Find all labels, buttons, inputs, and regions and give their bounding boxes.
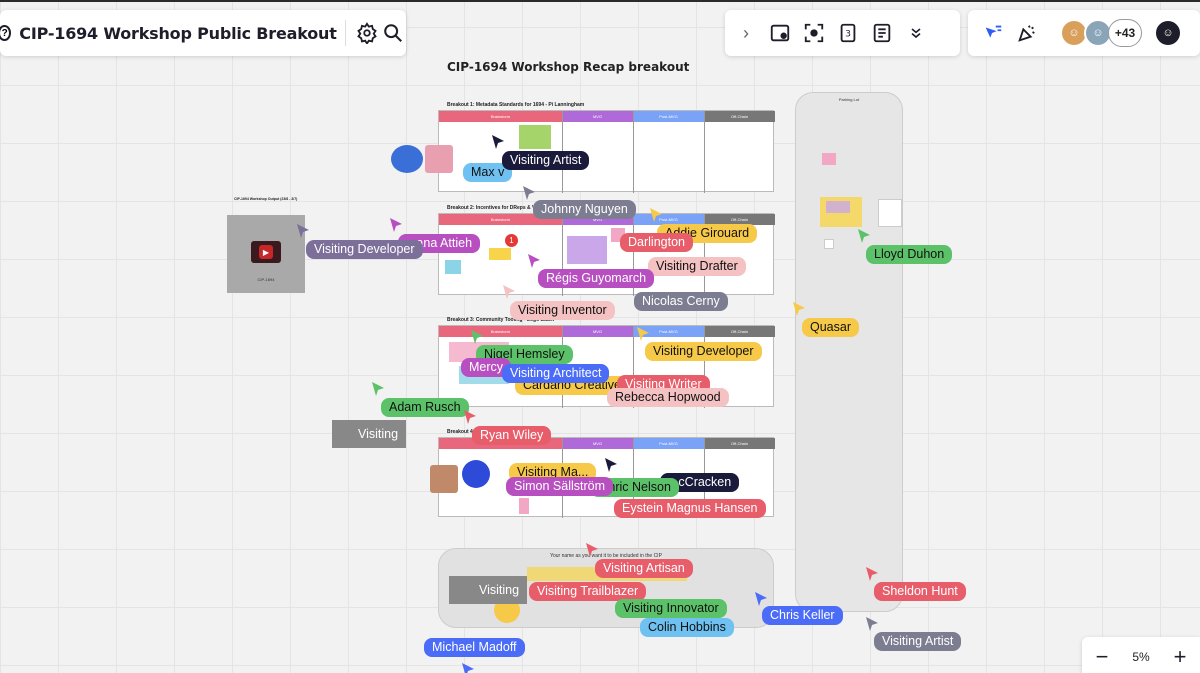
search-icon[interactable] <box>380 16 406 50</box>
cursor-label: Visiting Artist <box>502 151 590 170</box>
frame-icon[interactable] <box>763 16 797 50</box>
col-offchain: Off-Chain <box>704 214 775 225</box>
col-offchain: Off-Chain <box>704 326 775 337</box>
cursor-label: Chris Keller <box>762 606 843 625</box>
breakout-2-title: Breakout 2: Incentives for DReps & Vot..… <box>447 205 544 211</box>
cursor-label: Visiting Drafter <box>648 257 746 276</box>
cursor-label: Colin Hobbins <box>640 618 734 637</box>
col-offchain: Off-Chain <box>704 111 775 122</box>
chevron-down-double-icon[interactable] <box>899 16 933 50</box>
svg-text:3: 3 <box>845 29 851 40</box>
parking-lot-title: Parking Lot <box>838 97 860 102</box>
breakout-1-title: Breakout 1: Metadata Standards for 1694 … <box>447 102 585 108</box>
zoom-in-button[interactable]: + <box>1173 644 1187 669</box>
col-postmvg: Post-MVG <box>633 438 704 449</box>
cursor-label: Rebecca Hopwood <box>607 388 729 407</box>
col-postmvg: Post-MVG <box>633 214 704 225</box>
col-postmvg: Post-MVG <box>633 326 704 337</box>
cursor-label: Eystein Magnus Hansen <box>614 499 766 518</box>
top-border <box>0 0 1200 2</box>
cursor-label: Visiting Trailblazer <box>529 582 647 601</box>
cursor-label: Lloyd Duhon <box>866 245 953 264</box>
zoom-controls: − 5% + <box>1082 637 1200 673</box>
parking-lot[interactable]: Parking Lot <box>795 92 903 612</box>
cursor-label: Visiting Developer <box>306 240 423 259</box>
cursor-arrow-icon <box>390 218 402 232</box>
timer-icon[interactable]: 3 <box>831 16 865 50</box>
video-sub: CIP-1694 <box>257 277 275 282</box>
canvas-title: CIP-1694 Workshop Recap breakout <box>447 60 690 74</box>
col-offchain: Off-Chain <box>704 438 775 449</box>
col-mvg: MVG <box>562 438 633 449</box>
tools-toolbar: › 3 <box>725 10 960 56</box>
collaborators-toolbar: ☺ ☺ +43 ☺ <box>968 10 1200 56</box>
board-title[interactable]: CIP-1694 Workshop Public Breakout <box>19 23 337 43</box>
cursor-label: Visiting Artisan <box>595 559 693 578</box>
avatar <box>462 460 490 488</box>
cursor-label: Visiting <box>332 420 407 448</box>
chevron-right-icon[interactable]: › <box>743 22 749 43</box>
collaborator-avatars: ☺ ☺ +43 <box>1060 19 1142 47</box>
cursor-label: Quasar <box>802 318 859 337</box>
board-header: ? CIP-1694 Workshop Public Breakout <box>0 10 406 56</box>
cursor-arrow-icon <box>866 617 878 631</box>
cursor-label: Ryan Wiley <box>472 426 552 445</box>
more-collaborators-count[interactable]: +43 <box>1108 19 1142 47</box>
video-caption: CIP-1694 Workshop Output (23/8 - 3/7) <box>234 197 298 201</box>
cursor-label: Simon Sällström <box>506 477 613 496</box>
cursor-label: Visiting Innovator <box>615 599 727 618</box>
video-embed[interactable]: ▶ CIP-1694 <box>227 215 305 293</box>
cursor-label: ...cCracken <box>660 473 740 492</box>
col-mvg: MVG <box>562 214 633 225</box>
cursor-label: Nicolas Cerny <box>634 292 728 311</box>
avatar <box>391 145 423 173</box>
cursor-arrow-icon <box>462 663 474 673</box>
cursor-filter-icon[interactable] <box>976 16 1010 50</box>
cursor-label: Michael Madoff <box>424 638 525 657</box>
cursor-label: Mercy <box>461 358 512 377</box>
zoom-out-button[interactable]: − <box>1095 644 1109 669</box>
help-icon[interactable]: ? <box>0 25 12 41</box>
play-icon[interactable]: ▶ <box>259 245 273 259</box>
cursor-label: Visiting Architect <box>502 364 610 383</box>
avatar[interactable]: ☺ <box>1084 19 1112 47</box>
comment-badge[interactable]: 1 <box>505 234 518 247</box>
avatar <box>425 145 453 173</box>
breakout-3-title: Breakout 3: Community Tooling - Logo Bau… <box>447 317 555 323</box>
col-brainstorm: Brainstorm <box>439 111 562 122</box>
user-avatar[interactable]: ☺ <box>1154 19 1182 47</box>
col-mvg: MVG <box>562 111 633 122</box>
avatar[interactable]: ☺ <box>1060 19 1088 47</box>
cursor-label: Visiting Artist <box>874 632 962 651</box>
names-prompt: Your name as you want it to be included … <box>550 553 662 559</box>
zoom-level[interactable]: 5% <box>1132 650 1150 664</box>
breakout-1-board[interactable]: Brainstorm MVG Post-MVG Off-Chain <box>438 110 775 193</box>
cursor-label: Darlington <box>620 233 693 252</box>
col-brainstorm: Brainstorm <box>439 326 562 337</box>
divider <box>344 20 346 46</box>
cursor-arrow-icon <box>372 382 384 396</box>
breakout-4-title: Breakout 4: <box>447 429 475 435</box>
celebrate-icon[interactable] <box>1010 16 1044 50</box>
col-mvg: MVG <box>562 326 633 337</box>
cursor-label: Visiting Developer <box>645 342 762 361</box>
cursor-label: Sheldon Hunt <box>874 582 966 601</box>
notes-icon[interactable] <box>865 16 899 50</box>
focus-icon[interactable] <box>797 16 831 50</box>
col-brainstorm: Brainstorm <box>439 214 562 225</box>
avatar <box>430 465 458 493</box>
cursor-label: Visiting <box>449 576 528 604</box>
cursor-label: Adam Rusch <box>381 398 469 417</box>
cursor-label: Max v <box>463 163 513 182</box>
cursor-label: Visiting Inventor <box>510 301 615 320</box>
cursor-label: Régis Guyomarch <box>538 269 655 288</box>
settings-icon[interactable] <box>353 16 379 50</box>
col-postmvg: Post-MVG <box>633 111 704 122</box>
cursor-label: Johnny Nguyen <box>533 200 636 219</box>
